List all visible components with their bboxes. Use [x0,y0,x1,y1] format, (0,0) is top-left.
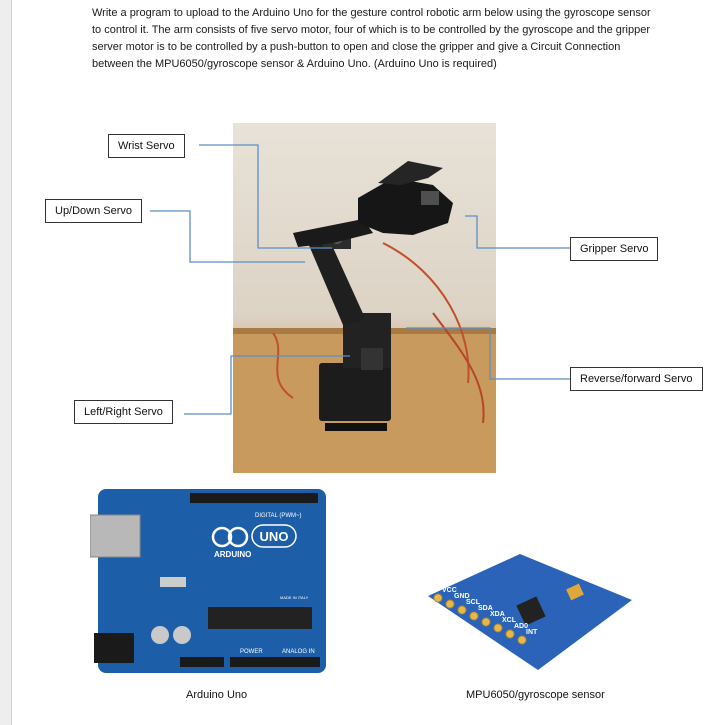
caption-mpu6050: MPU6050/gyroscope sensor [466,689,605,701]
sensor-pin-ad0: AD0 [514,623,528,630]
sensor-pin-gnd: GND [454,593,470,600]
callout-reverse-forward-servo: Reverse/forward Servo [570,367,703,391]
callout-left-right-servo: Left/Right Servo [74,400,173,424]
question-paragraph: Write a program to upload to the Arduino… [92,7,651,70]
board-made-in-label: MADE IN ITALY [280,595,309,600]
arduino-uno-image: UNO ARDUINO DIGITAL (PWM~) POWER ANALOG … [89,485,330,677]
callout-wrist-servo: Wrist Servo [108,134,185,158]
board-power-label: POWER [240,649,263,655]
mpu6050-sensor-image: VCC GND SCL SDA XDA XCL AD0 INT [420,548,635,678]
sensor-pin-scl: SCL [466,599,481,606]
robotic-arm-illustration [233,161,496,473]
board-digital-label: DIGITAL (PWM~) [255,513,302,519]
callout-gripper-servo: Gripper Servo [570,237,659,261]
board-brand-label: ARDUINO [214,550,251,559]
sensor-pin-int: INT [526,629,538,636]
arduino-board-drawing: UNO ARDUINO DIGITAL (PWM~) POWER ANALOG … [89,489,326,673]
sensor-pin-xda: XDA [490,611,505,618]
board-analog-label: ANALOG IN [282,649,315,655]
robotic-arm-photo [233,123,496,473]
sensor-pin-sda: SDA [478,605,493,612]
caption-arduino-uno: Arduino Uno [186,689,248,701]
sensor-pin-vcc: VCC [442,587,457,594]
page-edge [0,0,12,725]
callout-updown-servo: Up/Down Servo [45,199,143,223]
board-model-label: UNO [260,529,289,544]
sensor-pin-xcl: XCL [502,617,517,624]
mpu6050-board-drawing: VCC GND SCL SDA XDA XCL AD0 INT [428,554,632,670]
